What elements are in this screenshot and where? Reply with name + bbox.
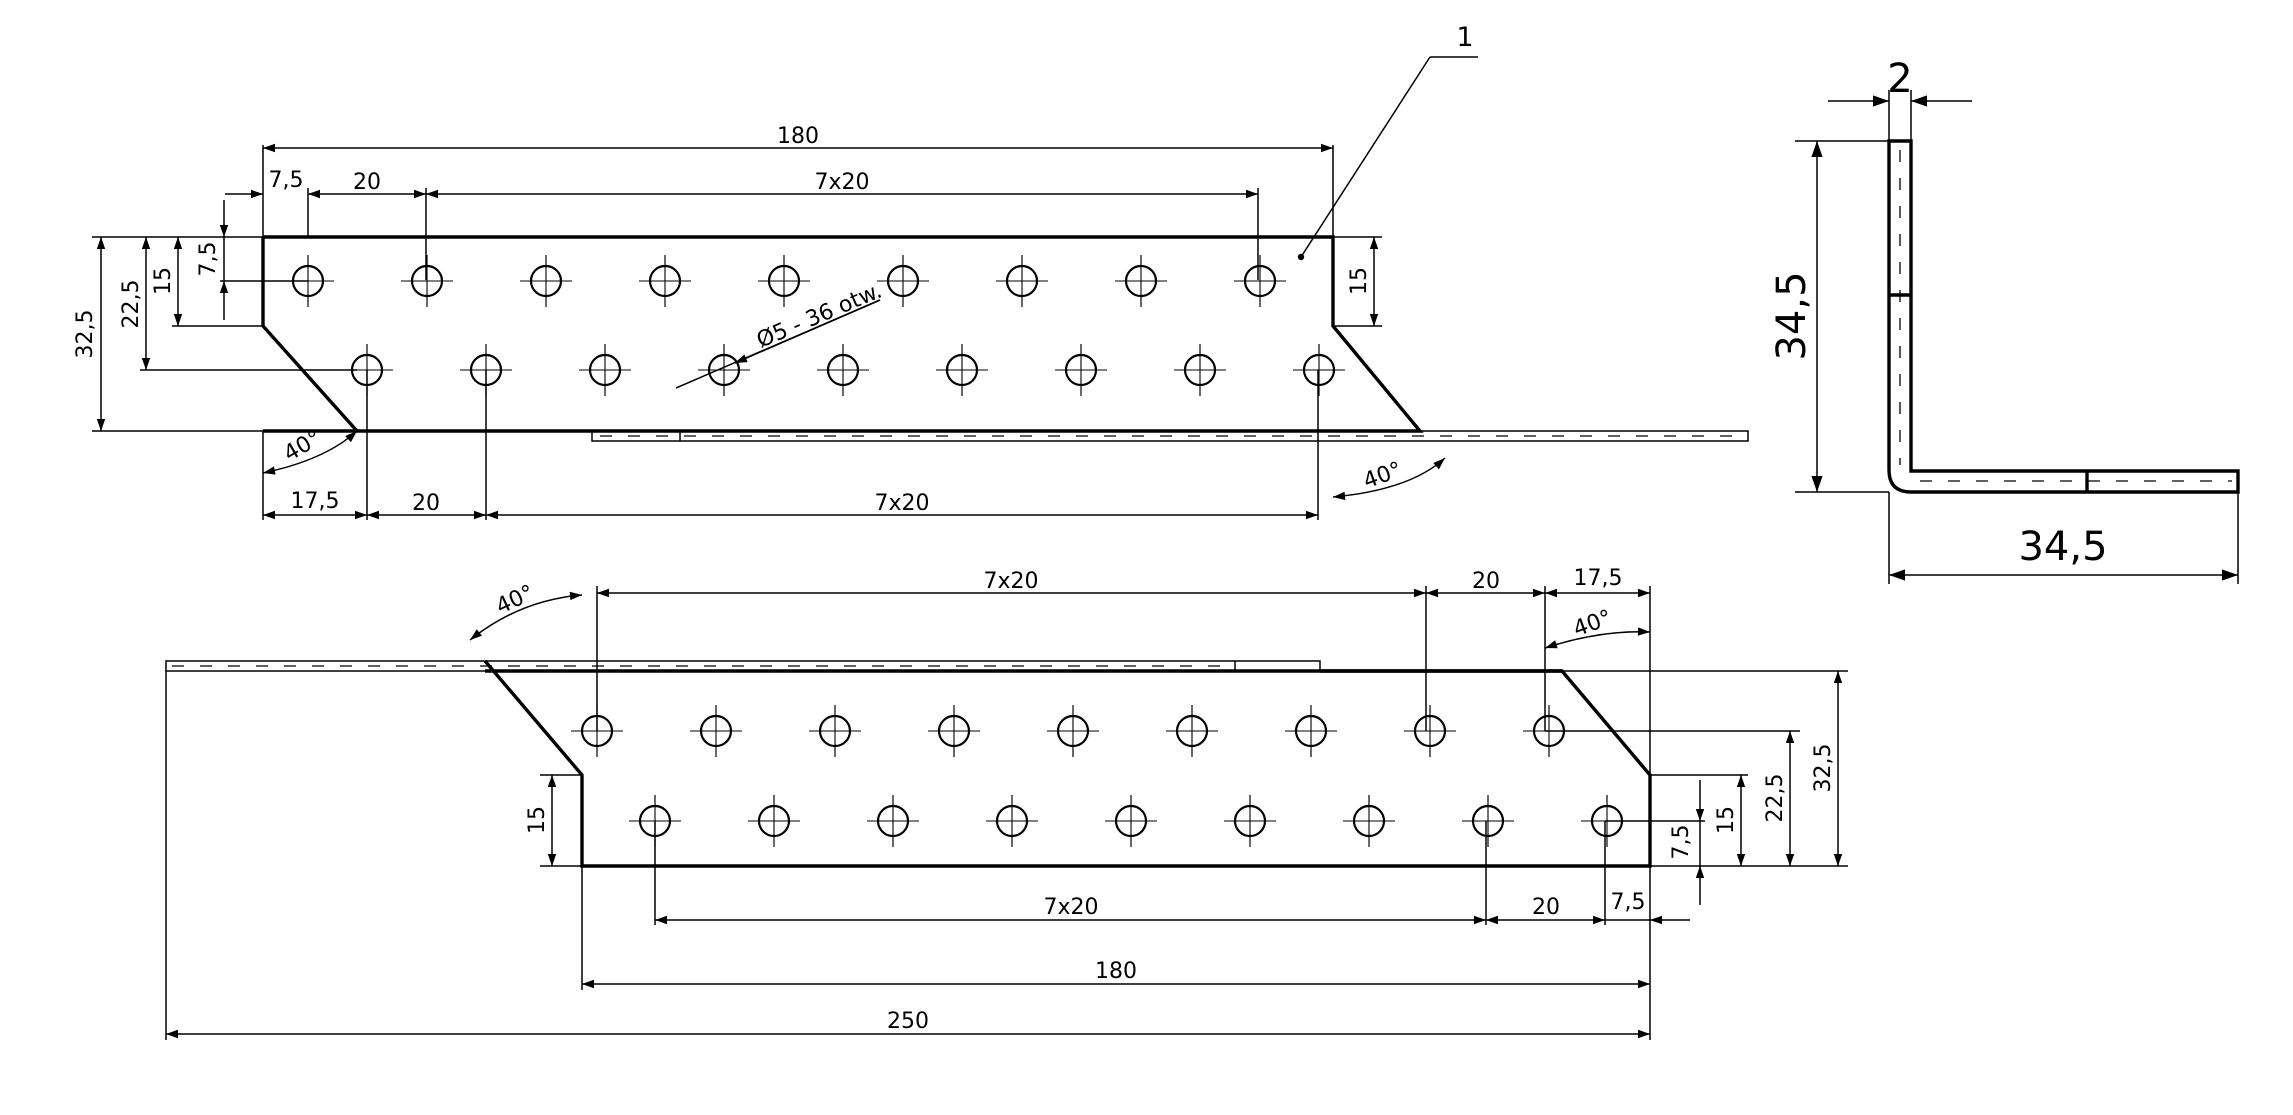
dim-b-250-label: 250 — [887, 1009, 929, 1034]
l-profile-outline — [1887, 139, 2240, 494]
dim-20-label: 20 — [353, 170, 381, 195]
dim-left-15-label: 15 — [151, 267, 176, 295]
dim-b-180-label: 180 — [1095, 959, 1137, 984]
dim-left-32-5-label: 32,5 — [73, 310, 98, 359]
dim-b-right-15-label: 15 — [1714, 806, 1739, 834]
angle-bottom-left-label: 40° — [492, 581, 538, 620]
angle-arc-bottom-right — [1544, 627, 1651, 649]
dim-b-right-7-5-label: 7,5 — [1669, 825, 1694, 860]
dim-b-17-5-label: 17,5 — [1574, 566, 1623, 591]
angle-arc-bottom-left — [469, 591, 583, 641]
dim-left-22-5-label: 22,5 — [119, 280, 144, 329]
angle-arc-top-left — [262, 430, 358, 475]
callout-label: 1 — [1456, 22, 1473, 53]
dim-b-right-22-5-label: 22,5 — [1763, 774, 1788, 823]
dim-b-7x20-bottom-label: 7x20 — [1043, 895, 1098, 920]
dim-b-left-15-label: 15 — [525, 806, 550, 834]
dim-height-label: 34,5 — [1769, 271, 1815, 360]
angle-top-right-label: 40° — [1360, 457, 1405, 494]
dim-bottom-7x20-label: 7x20 — [874, 491, 929, 516]
top-plate-outline — [263, 235, 1424, 433]
dim-180-label: 180 — [777, 124, 819, 149]
angle-arc-top-right — [1332, 457, 1446, 501]
angle-bottom-right-label: 40° — [1570, 605, 1615, 642]
bottom-hole-group — [571, 705, 1633, 847]
top-plate-view: 180 7,5 20 7x20 7,5 15 22,5 32,5 15 — [73, 22, 1749, 520]
dim-b-7x20-top-label: 7x20 — [983, 569, 1038, 594]
dim-width-label: 34,5 — [2018, 524, 2107, 570]
dim-b-right-32-5-label: 32,5 — [1811, 744, 1836, 793]
dim-7-5-label: 7,5 — [269, 168, 304, 193]
dim-bottom-17-5-label: 17,5 — [291, 489, 340, 514]
top-hole-group — [282, 255, 1345, 396]
dim-7x20-label: 7x20 — [814, 170, 869, 195]
dim-b-20-bottom-label: 20 — [1532, 895, 1560, 920]
dim-bottom-20-label: 20 — [412, 491, 440, 516]
bottom-plate-view: 40° 40° 7x20 20 17,5 15 7,5 15 22,5 — [165, 566, 1848, 1040]
dim-thickness-label: 2 — [1887, 56, 1912, 102]
l-profile-section: 2 34,5 34,5 — [1769, 56, 2240, 584]
dim-b-20-top-label: 20 — [1472, 569, 1500, 594]
dim-b-7-5-bottom-label: 7,5 — [1611, 890, 1646, 915]
dim-right-15-label: 15 — [1347, 267, 1372, 295]
top-flange-strip — [591, 430, 1749, 442]
dim-left-7-5-label: 7,5 — [196, 242, 221, 277]
